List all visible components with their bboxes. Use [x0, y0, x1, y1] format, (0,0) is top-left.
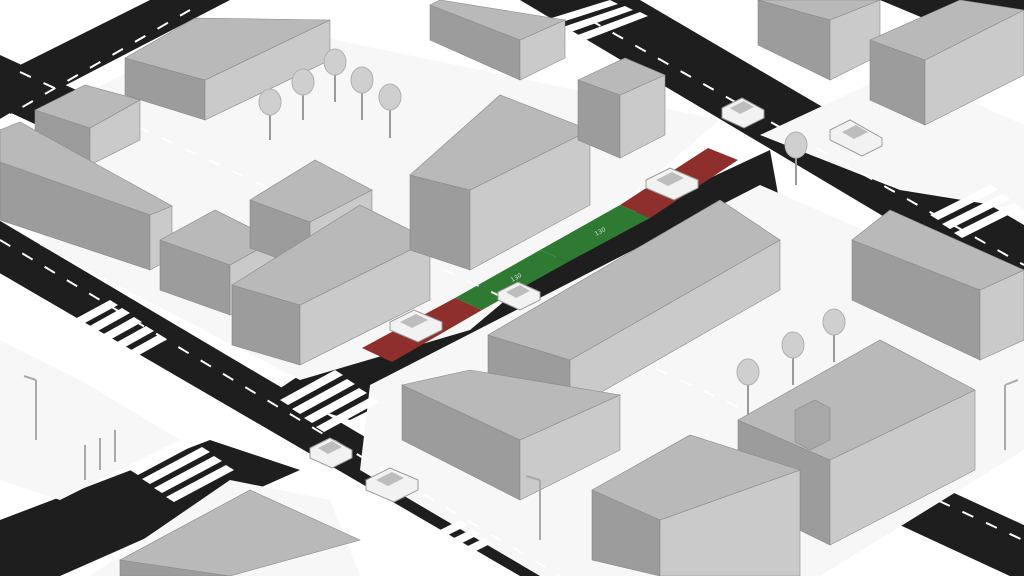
cars	[309, 97, 883, 503]
car	[721, 97, 765, 129]
zone-label-2: 130	[594, 226, 608, 238]
tree	[378, 83, 402, 138]
building-north-house	[124, 17, 331, 121]
street-light	[1004, 379, 1019, 450]
lane-line-upper-left	[0, 9, 191, 121]
building-office-east	[737, 339, 976, 546]
building-warehouse-north	[429, 0, 567, 81]
bollard-row	[84, 430, 116, 480]
building-row-3	[231, 204, 431, 366]
building-townhouses	[409, 94, 591, 271]
tree	[781, 331, 805, 385]
car	[365, 467, 419, 503]
rooftop-unit	[794, 399, 831, 451]
lane-line-top-right	[589, 19, 1024, 266]
crosswalks	[40, 0, 1022, 573]
tree	[784, 131, 808, 185]
zone-label-3: 130	[510, 272, 524, 284]
road-upper-left	[0, 0, 230, 120]
building-corner-block	[577, 57, 666, 159]
crosswalk-north	[545, 0, 648, 41]
tree	[736, 358, 760, 415]
building-south-house	[591, 434, 801, 576]
lane-line-lower	[0, 239, 561, 576]
tree	[291, 68, 315, 120]
crosswalk-bottom	[400, 520, 492, 573]
crosswalk-south	[130, 438, 234, 502]
street-light	[525, 475, 541, 540]
building-east-warehouse	[851, 209, 1024, 361]
car	[309, 437, 353, 469]
building-south-west	[119, 489, 361, 576]
street-light	[23, 375, 37, 440]
crosswalk-west	[40, 300, 166, 379]
building-flat-roof-center	[401, 369, 622, 501]
trees	[258, 48, 846, 415]
tree	[258, 88, 282, 140]
car	[389, 309, 443, 343]
car	[829, 119, 883, 157]
parking-zone-green-south	[455, 250, 568, 310]
car	[497, 281, 541, 311]
tree	[822, 308, 846, 362]
tree	[323, 48, 347, 102]
crosswalk-center	[280, 370, 379, 432]
tree	[350, 66, 374, 120]
crosswalk-east	[930, 185, 1022, 238]
block-west	[0, 340, 180, 500]
parking-zone-green-north	[540, 205, 650, 262]
car	[645, 167, 699, 201]
building-north-east-2	[869, 0, 1024, 126]
street-furniture	[23, 375, 1019, 540]
building-small-shop	[34, 84, 141, 166]
building-north-east-1	[757, 0, 881, 81]
